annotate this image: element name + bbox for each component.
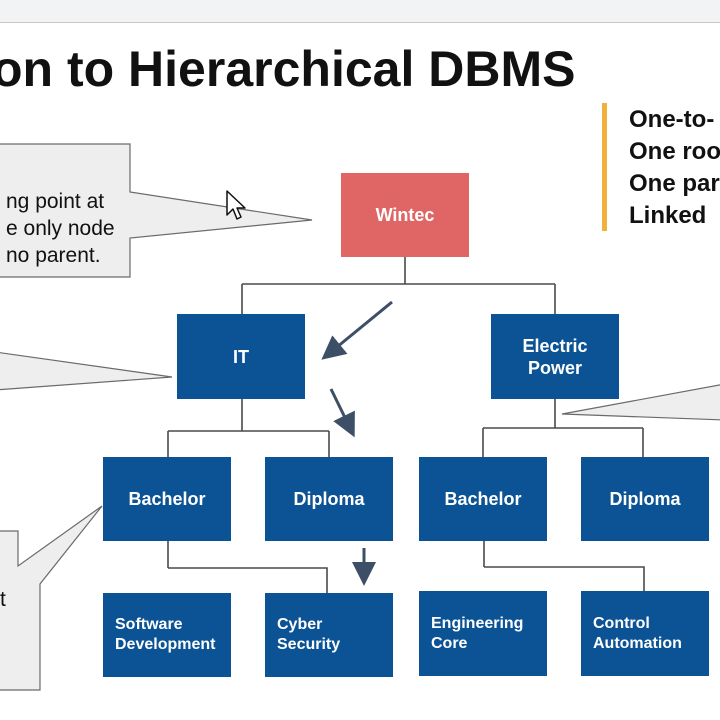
node-label: Control Automation bbox=[593, 614, 682, 652]
side-note-item: One-to- bbox=[629, 106, 715, 133]
side-notes-list: One-to- One roo One par Linked bbox=[629, 104, 720, 232]
node-label: Diploma bbox=[609, 489, 681, 509]
traversal-arrow bbox=[329, 388, 355, 438]
callout-lower-text: t bbox=[0, 588, 6, 611]
node-engineering-core: Engineering Core bbox=[419, 591, 547, 676]
node-it: IT bbox=[177, 314, 305, 399]
callout-bachelor-bubble bbox=[0, 505, 103, 691]
node-root: Wintec bbox=[341, 173, 469, 257]
callout-line: no parent. bbox=[6, 244, 101, 267]
traversal-arrow bbox=[321, 300, 393, 360]
node-label: Cyber Security bbox=[277, 616, 341, 653]
side-note-item: Linked bbox=[629, 202, 707, 229]
callout-line: e only node bbox=[6, 217, 115, 240]
node-it-diploma: Diploma bbox=[265, 457, 393, 541]
connector-electric bbox=[482, 399, 644, 457]
node-label: Wintec bbox=[375, 205, 435, 225]
accent-bar bbox=[602, 103, 607, 231]
connector-root bbox=[241, 257, 556, 314]
connector-it bbox=[167, 399, 330, 457]
browser-top-bar bbox=[0, 0, 720, 23]
node-cyber-security: Cyber Security bbox=[265, 593, 393, 677]
node-ep-diploma: Diploma bbox=[581, 457, 709, 541]
node-label: Bachelor bbox=[128, 489, 206, 509]
callout-root-bubble bbox=[0, 143, 313, 278]
callout-electric-bubble bbox=[561, 384, 720, 421]
callout-it-bubble bbox=[0, 352, 173, 391]
connector-bachelor-ep bbox=[483, 541, 645, 591]
node-label: Engineering Core bbox=[431, 614, 524, 652]
node-label: Software Development bbox=[115, 616, 216, 653]
side-note-item: One roo bbox=[629, 138, 720, 165]
node-software-development: Software Development bbox=[103, 593, 231, 677]
slide-title: on to Hierarchical DBMS bbox=[0, 41, 576, 97]
node-label: Bachelor bbox=[444, 489, 522, 509]
callout-line: ng point at bbox=[6, 190, 105, 213]
side-note-item: One par bbox=[629, 170, 720, 197]
connector-bachelor-it bbox=[167, 541, 328, 593]
node-electric-power: Electric Power bbox=[491, 314, 619, 399]
node-ep-bachelor: Bachelor bbox=[419, 457, 547, 541]
node-label: Diploma bbox=[293, 489, 365, 509]
node-label: Electric Power bbox=[522, 335, 588, 378]
mouse-cursor-icon bbox=[226, 190, 246, 220]
callout-root-text: ng point at e only node no parent. bbox=[6, 188, 115, 269]
node-label: IT bbox=[233, 346, 249, 367]
node-control-automation: Control Automation bbox=[581, 591, 709, 676]
node-it-bachelor: Bachelor bbox=[103, 457, 231, 541]
